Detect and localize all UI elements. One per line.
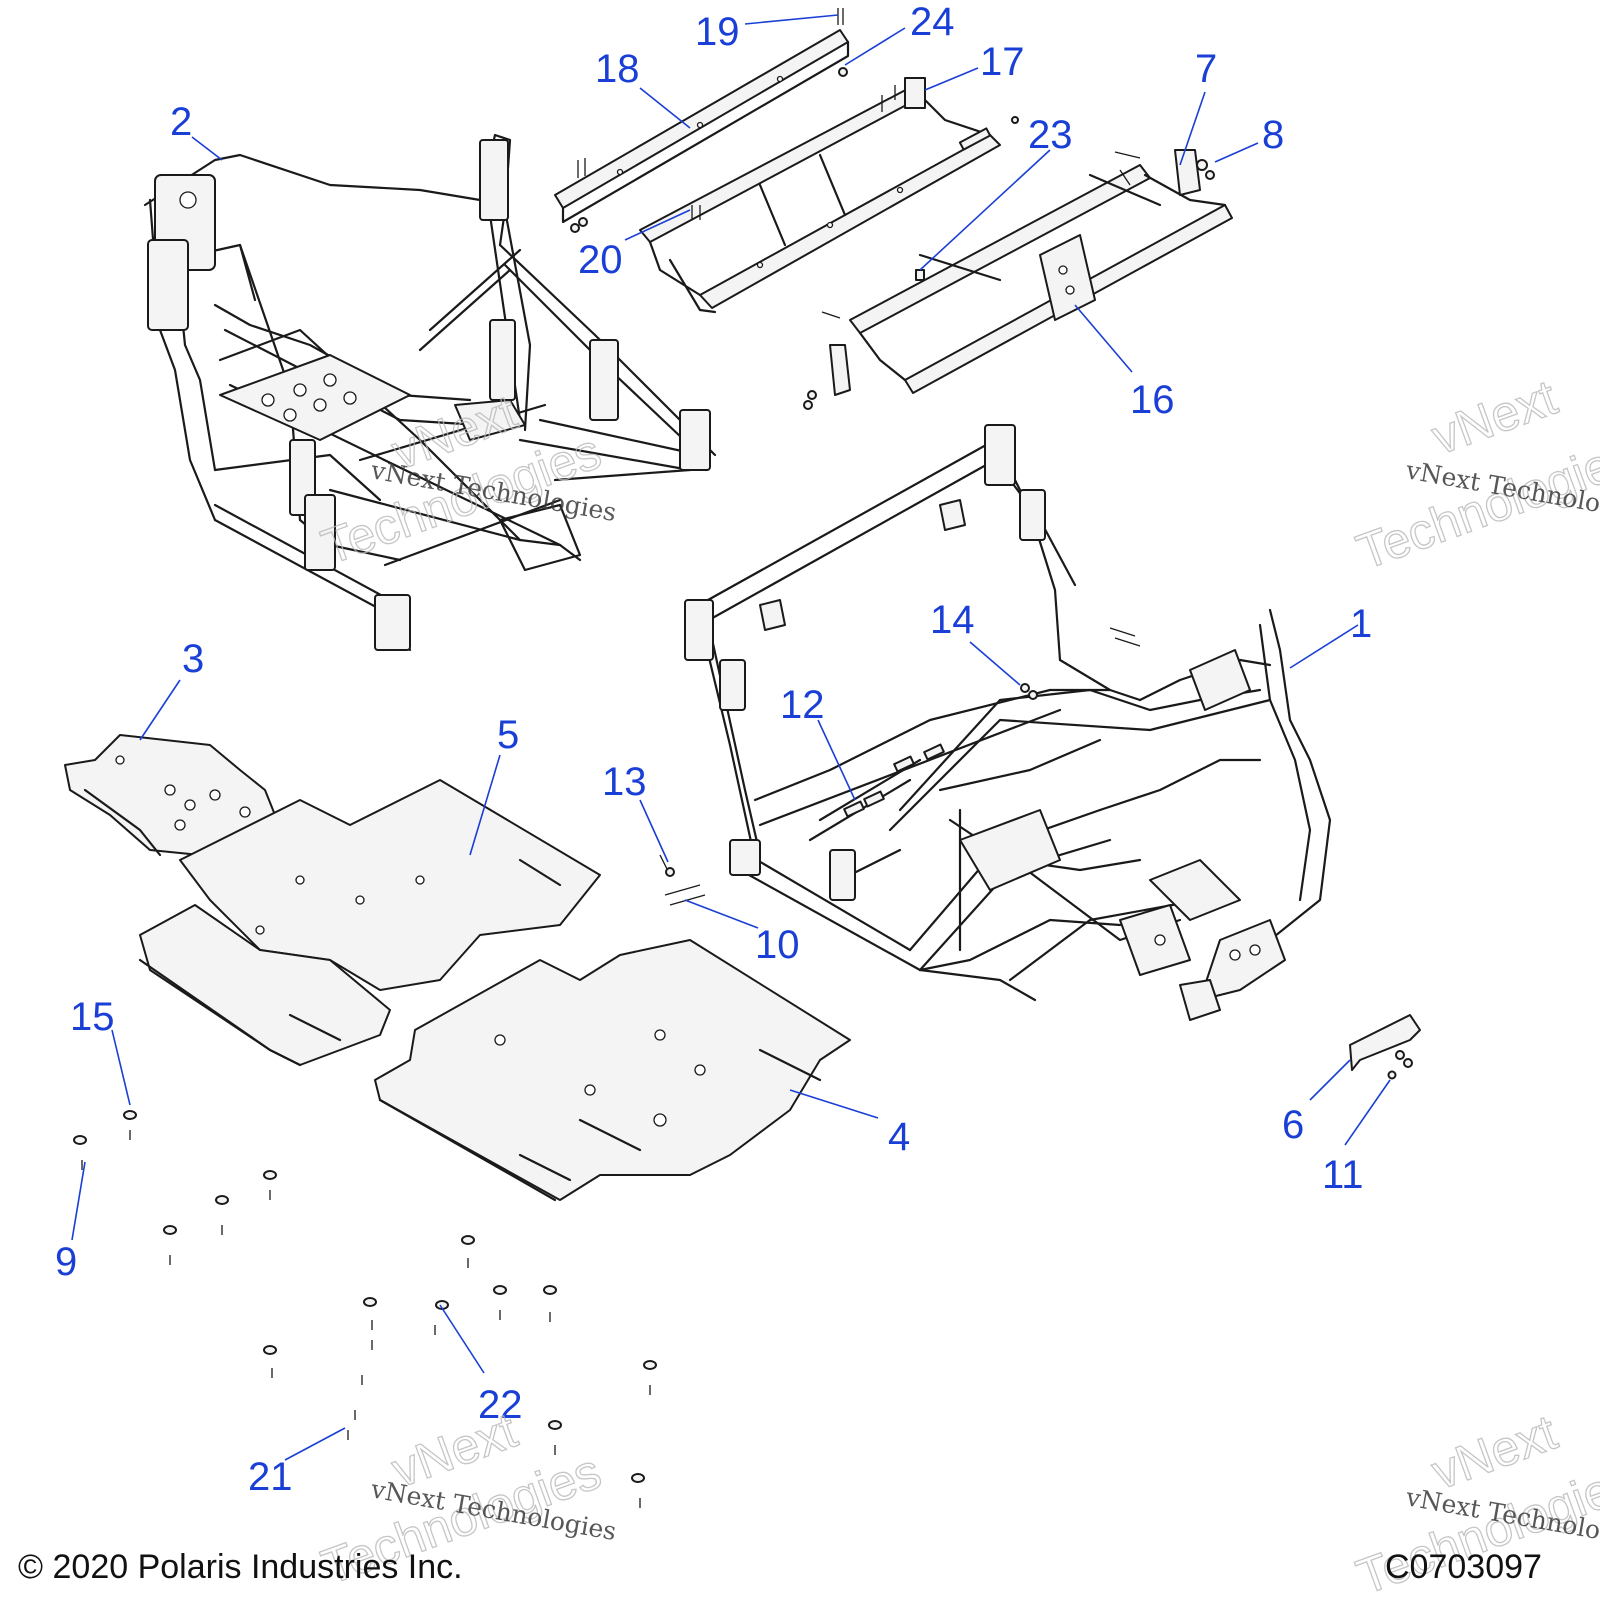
loose-fasteners xyxy=(73,1110,657,1508)
callout-23: 23 xyxy=(1028,113,1073,157)
figure-code: C0703097 xyxy=(1385,1548,1542,1586)
callout-13: 13 xyxy=(602,760,647,804)
callout-19: 19 xyxy=(695,10,740,54)
callout-20: 20 xyxy=(578,238,623,282)
callout-12: 12 xyxy=(780,683,825,727)
part-2-rear-frame xyxy=(143,133,717,652)
callout-1: 1 xyxy=(1350,602,1372,646)
part-4-floor-pan xyxy=(374,939,851,1202)
callout-4: 4 xyxy=(888,1115,910,1159)
leader-lines xyxy=(71,14,1391,1461)
part-1-front-frame xyxy=(684,424,1332,1021)
watermark-right: vNext Technologies vNext Technologies xyxy=(1349,368,1600,581)
callout-24: 24 xyxy=(910,0,955,44)
callout-16: 16 xyxy=(1130,378,1175,422)
part-16-cargo-frame xyxy=(829,149,1233,396)
callout-18: 18 xyxy=(595,47,640,91)
callout-10: 10 xyxy=(755,923,800,967)
callout-21: 21 xyxy=(248,1455,293,1499)
part-17-cargo-rack xyxy=(639,77,1001,314)
watermark-big-3: vNext xyxy=(1425,369,1564,465)
callout-numbers: 1 2 3 4 5 6 7 8 9 10 11 12 13 14 15 16 1… xyxy=(55,0,1372,1499)
cargo-hardware xyxy=(570,8,1215,410)
part-18-rail xyxy=(554,29,850,224)
callout-5: 5 xyxy=(497,713,519,757)
front-frame-hardware xyxy=(659,627,1141,906)
part-3-skid-plate xyxy=(64,734,276,857)
callout-9: 9 xyxy=(55,1240,77,1284)
part-6-bracket xyxy=(1349,1014,1421,1080)
callout-22: 22 xyxy=(478,1383,523,1427)
callout-7: 7 xyxy=(1195,47,1217,91)
callout-2: 2 xyxy=(170,100,192,144)
part-5-floor-pan xyxy=(138,779,601,1067)
callout-11: 11 xyxy=(1322,1153,1364,1197)
callout-6: 6 xyxy=(1282,1103,1304,1147)
callout-17: 17 xyxy=(980,40,1025,84)
copyright-notice: © 2020 Polaris Industries Inc. xyxy=(18,1548,463,1586)
callout-8: 8 xyxy=(1262,113,1284,157)
callout-14: 14 xyxy=(930,598,975,642)
callout-3: 3 xyxy=(182,637,204,681)
callout-15: 15 xyxy=(70,995,115,1039)
